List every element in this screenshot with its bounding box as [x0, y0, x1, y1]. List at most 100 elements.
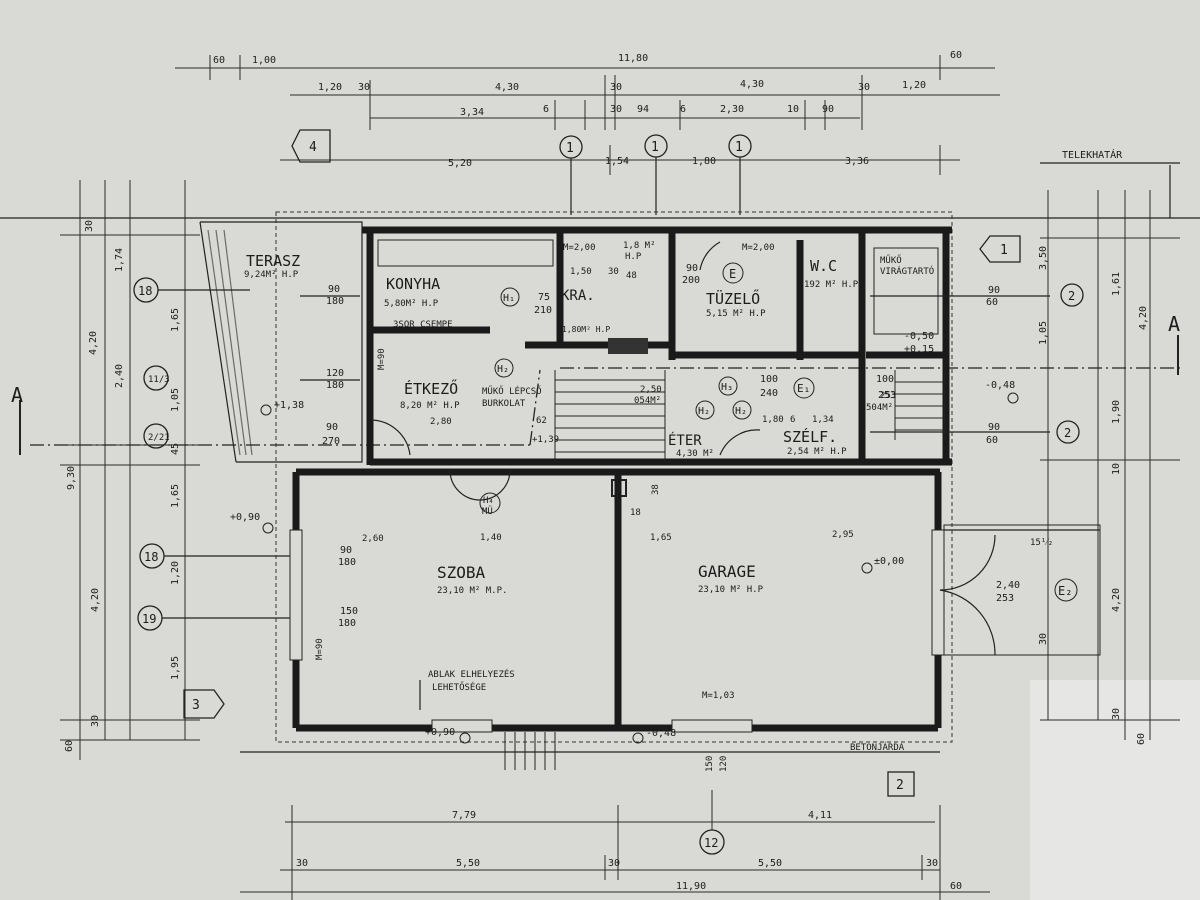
- svg-text:120: 120: [326, 368, 344, 379]
- svg-text:4,20: 4,20: [88, 331, 99, 355]
- svg-text:90: 90: [686, 263, 698, 274]
- svg-text:60: 60: [1136, 733, 1147, 745]
- svg-text:E: E: [729, 267, 736, 281]
- svg-text:150: 150: [705, 756, 715, 772]
- svg-text:60: 60: [986, 435, 998, 446]
- svg-text:11,90: 11,90: [676, 881, 706, 892]
- svg-text:1,00: 1,00: [252, 55, 276, 66]
- svg-text:TÜZELŐ: TÜZELŐ: [706, 288, 760, 308]
- svg-text:90: 90: [328, 284, 340, 295]
- axis-marker-right-2a: 2: [1060, 283, 1084, 307]
- svg-text:054M²: 054M²: [634, 396, 661, 406]
- svg-text:60: 60: [213, 55, 225, 66]
- svg-text:9,24M² H.P: 9,24M² H.P: [244, 270, 299, 280]
- svg-text:2: 2: [896, 778, 904, 793]
- svg-text:48: 48: [626, 271, 637, 281]
- svg-text:H.P: H.P: [625, 252, 642, 262]
- svg-text:-0,48: -0,48: [985, 380, 1015, 391]
- svg-text:H₂: H₂: [698, 406, 710, 417]
- right-dimension-lines: [1040, 190, 1180, 740]
- tag-h2c: H₂: [732, 400, 752, 420]
- svg-text:M=90: M=90: [377, 348, 387, 370]
- svg-text:1,05: 1,05: [1038, 321, 1049, 345]
- svg-text:SZOBA: SZOBA: [437, 563, 486, 582]
- svg-text:90: 90: [326, 422, 338, 433]
- svg-text:2,40: 2,40: [114, 364, 125, 388]
- svg-text:±0,00: ±0,00: [874, 556, 904, 567]
- svg-text:H₄: H₄: [483, 496, 494, 506]
- svg-text:30: 30: [608, 267, 619, 277]
- betonjarda-label: BETONJÁRDA: [850, 741, 905, 753]
- svg-text:12: 12: [704, 836, 718, 850]
- building-walls: [199, 211, 1101, 770]
- svg-text:18: 18: [138, 284, 152, 298]
- svg-text:1,65: 1,65: [170, 308, 181, 332]
- bottom-dimension-lines: [240, 790, 990, 900]
- svg-text:1,74: 1,74: [114, 248, 125, 272]
- svg-text:5,20: 5,20: [448, 158, 472, 169]
- svg-text:W.C: W.C: [810, 257, 837, 275]
- svg-text:KRA.: KRA.: [561, 288, 595, 304]
- svg-text:90: 90: [988, 285, 1000, 296]
- svg-text:90: 90: [988, 422, 1000, 433]
- section-a-right: A: [1168, 312, 1180, 336]
- room-eter: ÉTER 4,30 M²: [668, 432, 714, 459]
- interior-annotations: M=2,00 M=2,00 1,8 M² H.P 1,50 30 48 2,80…: [315, 241, 1053, 772]
- svg-text:5,50: 5,50: [758, 858, 782, 869]
- svg-text:18: 18: [144, 550, 158, 564]
- svg-text:180: 180: [338, 557, 356, 568]
- svg-text:4,20: 4,20: [90, 588, 101, 612]
- svg-text:90: 90: [340, 545, 352, 556]
- section-line-a: A A: [11, 312, 1180, 455]
- svg-text:60: 60: [64, 740, 75, 752]
- svg-text:1,05: 1,05: [170, 388, 181, 412]
- tag-e1: E₁: [793, 377, 815, 399]
- level-bottom-left: +0,90: [425, 727, 471, 744]
- section-arrow-3: 3: [183, 689, 225, 719]
- svg-text:1,80: 1,80: [692, 156, 716, 167]
- svg-text:30: 30: [358, 82, 370, 93]
- svg-text:TERASZ: TERASZ: [246, 252, 300, 270]
- svg-text:30: 30: [1038, 633, 1049, 645]
- svg-text:253: 253: [880, 391, 896, 401]
- svg-text:30: 30: [610, 82, 622, 93]
- svg-text:94: 94: [637, 104, 649, 115]
- axis-marker-top-2: 1: [644, 134, 668, 215]
- level-left-entry: +0,90: [230, 512, 274, 534]
- right-dimension-labels: 3,50 1,61 4,20 1,05 1,90 10 30 4,20 30 6…: [1038, 246, 1149, 745]
- svg-text:9,30: 9,30: [66, 466, 77, 490]
- top-dimension-lines: [175, 55, 1000, 175]
- svg-text:M=90: M=90: [315, 638, 325, 660]
- property-boundary: TELEKHATÁR: [0, 148, 1200, 219]
- svg-text:-0,50: -0,50: [904, 331, 934, 342]
- section-arrow-4: 4: [291, 129, 331, 163]
- svg-text:ÉTER: ÉTER: [668, 432, 702, 449]
- svg-text:4,30 M²: 4,30 M²: [676, 449, 714, 459]
- svg-text:19: 19: [142, 612, 156, 626]
- svg-text:38: 38: [651, 484, 661, 495]
- svg-text:11,80: 11,80: [618, 53, 648, 64]
- svg-text:M=1,03: M=1,03: [702, 691, 735, 701]
- svg-text:4,11: 4,11: [808, 810, 832, 821]
- room-szoba: SZOBA 23,10 M² M.P.: [437, 563, 507, 596]
- svg-text:5,50: 5,50: [456, 858, 480, 869]
- svg-text:210: 210: [534, 305, 552, 316]
- svg-text:+1,38: +1,38: [274, 400, 304, 411]
- room-muko-viragtarto: MŰKŐ VIRÁGTARTÓ: [880, 255, 934, 277]
- svg-text:100: 100: [876, 374, 894, 385]
- svg-text:30: 30: [610, 104, 622, 115]
- svg-text:BURKOLAT: BURKOLAT: [482, 399, 526, 409]
- svg-text:1,8 M²: 1,8 M²: [623, 241, 656, 251]
- svg-text:+0,90: +0,90: [425, 727, 455, 738]
- svg-text:1,20: 1,20: [318, 82, 342, 93]
- svg-text:6: 6: [543, 104, 549, 115]
- svg-text:45: 45: [170, 443, 181, 455]
- svg-text:1,54: 1,54: [605, 156, 629, 167]
- svg-text:30: 30: [926, 858, 938, 869]
- svg-text:60: 60: [950, 881, 962, 892]
- svg-text:3,34: 3,34: [460, 107, 484, 118]
- svg-text:E₁: E₁: [797, 382, 810, 395]
- svg-text:4,20: 4,20: [1138, 306, 1149, 330]
